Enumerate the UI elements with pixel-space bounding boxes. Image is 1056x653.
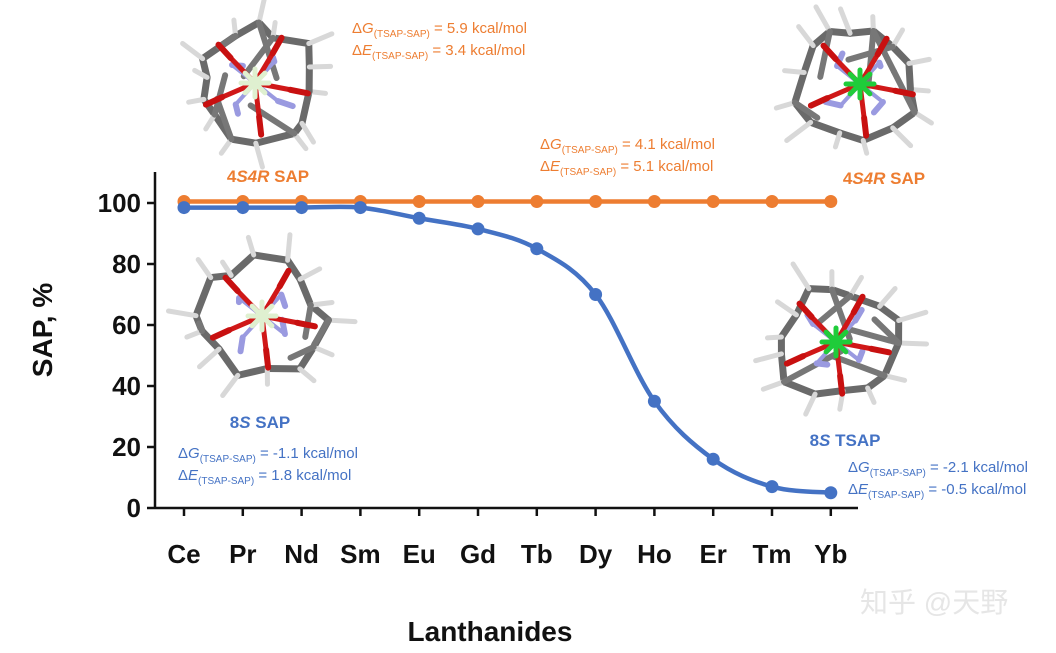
data-point-orange [824, 195, 837, 208]
energy-annotation: ΔG(TSAP-SAP) = 4.1 kcal/mol [540, 136, 715, 156]
x-tick-label: Er [699, 539, 726, 569]
data-point-blue [295, 201, 308, 214]
y-tick-label: 0 [127, 493, 141, 523]
y-tick-label: 40 [112, 371, 141, 401]
watermark: 知乎 @天野 [860, 587, 1008, 618]
structure-label: 8S SAP [230, 413, 291, 432]
structure-label: 4S4R SAP [227, 167, 309, 186]
x-tick-label: Ce [167, 539, 200, 569]
x-tick-label: Gd [460, 539, 496, 569]
data-point-orange [707, 195, 720, 208]
energy-annotation: ΔG(TSAP-SAP) = -2.1 kcal/mol [848, 459, 1028, 479]
data-point-orange [413, 195, 426, 208]
x-tick-label: Tb [521, 539, 553, 569]
data-point-orange [472, 195, 485, 208]
x-tick-label: Sm [340, 539, 380, 569]
data-point-orange [766, 195, 779, 208]
data-point-orange [648, 195, 661, 208]
y-tick-label: 60 [112, 310, 141, 340]
data-point-orange [589, 195, 602, 208]
x-tick-label: Yb [814, 539, 847, 569]
data-point-blue [530, 242, 543, 255]
x-tick-label: Eu [403, 539, 436, 569]
structure-label: 8S TSAP [810, 431, 881, 450]
molecule-structure [756, 264, 927, 414]
energy-annotation: ΔE(TSAP-SAP) = 5.1 kcal/mol [540, 158, 713, 178]
data-point-blue [707, 453, 720, 466]
data-point-blue [472, 222, 485, 235]
x-tick-label: Dy [579, 539, 613, 569]
energy-annotation: ΔG(TSAP-SAP) = 5.9 kcal/mol [352, 20, 527, 40]
energy-annotation: ΔE(TSAP-SAP) = 1.8 kcal/mol [178, 467, 351, 487]
energy-annotation: ΔG(TSAP-SAP) = -1.1 kcal/mol [178, 445, 358, 465]
data-point-blue [413, 212, 426, 225]
x-tick-label: Nd [284, 539, 319, 569]
y-tick-label: 20 [112, 432, 141, 462]
energy-annotation: ΔE(TSAP-SAP) = -0.5 kcal/mol [848, 481, 1026, 501]
x-tick-label: Tm [753, 539, 792, 569]
data-point-blue [236, 201, 249, 214]
data-point-blue [766, 480, 779, 493]
y-axis-title: SAP, % [27, 283, 58, 378]
data-point-orange [530, 195, 543, 208]
y-tick-label: 100 [98, 188, 141, 218]
molecule-structure [776, 7, 931, 153]
molecule-structure [183, 0, 332, 167]
data-point-blue [824, 486, 837, 499]
data-point-blue [354, 201, 367, 214]
data-point-blue [589, 288, 602, 301]
data-point-blue [648, 395, 661, 408]
x-tick-label: Ho [637, 539, 672, 569]
y-tick-label: 80 [112, 249, 141, 279]
structure-label: 4S4R SAP [843, 169, 925, 188]
energy-annotation: ΔE(TSAP-SAP) = 3.4 kcal/mol [352, 42, 525, 62]
data-point-blue [178, 201, 191, 214]
x-axis-title: Lanthanides [408, 616, 573, 647]
molecule-structure [168, 235, 355, 396]
x-tick-label: Pr [229, 539, 256, 569]
